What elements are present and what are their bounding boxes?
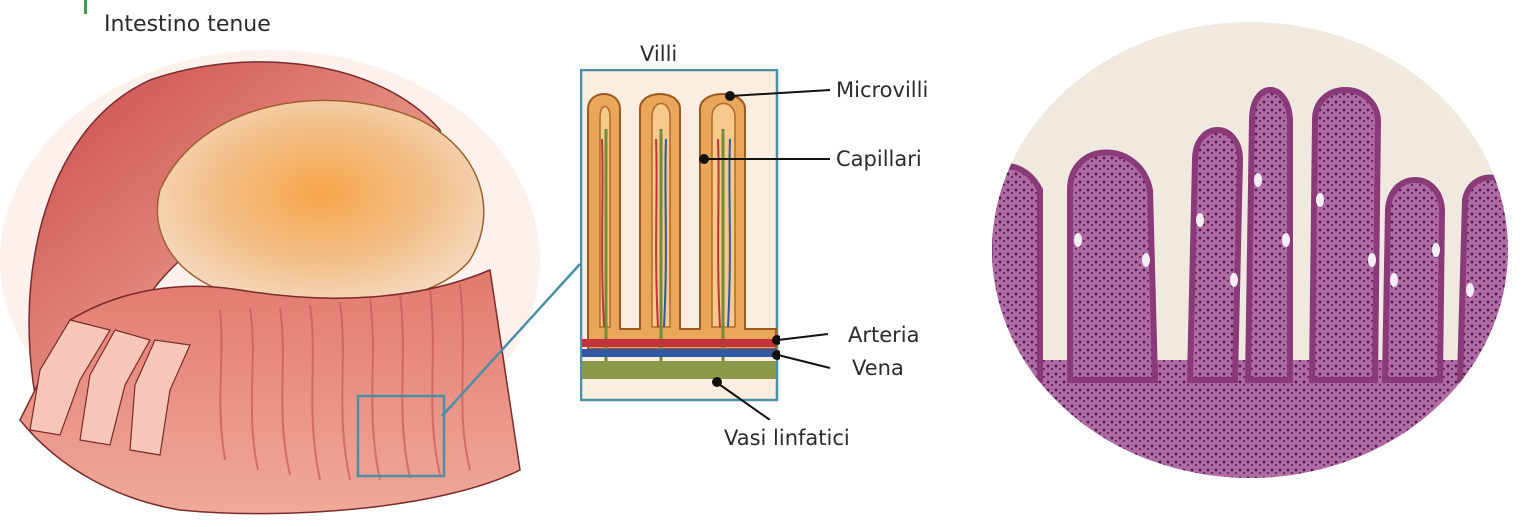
- vasi-linfatici-label: Vasi linfatici: [724, 428, 850, 449]
- vena-label: Vena: [852, 358, 904, 379]
- capillari-label: Capillari: [836, 149, 922, 170]
- zoom-connector: [440, 260, 590, 420]
- microvilli-label: Microvilli: [836, 80, 928, 101]
- histology-micrograph: [990, 20, 1520, 480]
- leader-lines: [700, 80, 840, 420]
- title-label: Intestino tenue: [104, 14, 271, 36]
- accent-tick: [84, 0, 87, 14]
- inset-heading: Villi: [640, 44, 677, 65]
- arteria-label: Arteria: [848, 325, 920, 346]
